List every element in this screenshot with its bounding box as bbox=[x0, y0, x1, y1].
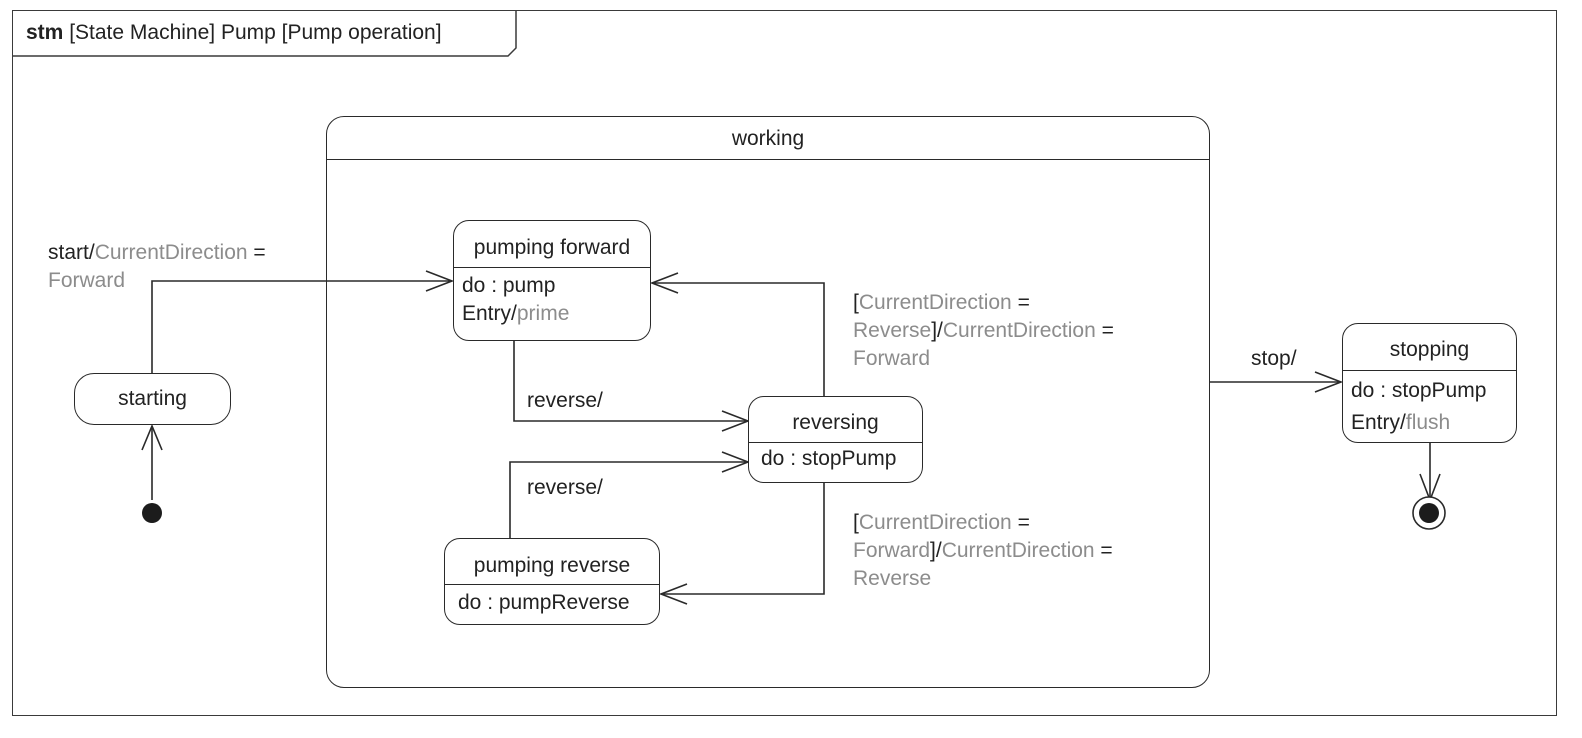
frame-keyword: stm bbox=[26, 21, 64, 44]
state-working-divider bbox=[327, 159, 1209, 160]
diagram-frame bbox=[12, 10, 1557, 716]
state-reversing-behaviors: do : stopPump bbox=[749, 442, 922, 473]
do-activity-pump: do : pump bbox=[462, 274, 556, 297]
state-pumping-reverse-name: pumping reverse bbox=[473, 554, 631, 577]
effect-operator: = bbox=[1095, 319, 1114, 342]
arrowhead-initial-to-starting bbox=[141, 423, 163, 451]
label-start-transition: start/CurrentDirection = Forward bbox=[48, 239, 266, 295]
frame-title-text: [State Machine] Pump [Pump operation] bbox=[69, 21, 442, 44]
state-pumping-reverse[interactable]: pumping reverse do : pumpReverse bbox=[444, 538, 660, 625]
guard-open: [ bbox=[853, 291, 859, 314]
state-stopping[interactable]: stopping do : stopPump Entry/flush bbox=[1342, 323, 1517, 443]
effect-operator: = bbox=[247, 241, 266, 264]
effect-operator: = bbox=[1094, 539, 1113, 562]
effect-variable: CurrentDirection bbox=[94, 241, 248, 264]
effect-variable: CurrentDirection bbox=[941, 539, 1095, 562]
do-activity-stop-pump: do : stopPump bbox=[761, 447, 897, 470]
guard-operator: = bbox=[1011, 291, 1030, 314]
transition-reverse-2 bbox=[509, 461, 748, 538]
frame-tab: stm [State Machine] Pump [Pump operation… bbox=[12, 10, 516, 56]
do-activity-pump-reverse: do : pumpReverse bbox=[458, 591, 630, 614]
state-starting-name: starting bbox=[118, 387, 187, 410]
do-activity-stop-pump: do : stopPump bbox=[1351, 379, 1487, 402]
effect-variable: CurrentDirection bbox=[942, 319, 1096, 342]
state-stopping-name: stopping bbox=[1389, 338, 1470, 361]
entry-action: prime bbox=[516, 302, 570, 325]
label-stop-transition: stop/ bbox=[1251, 347, 1297, 370]
state-pumping-forward[interactable]: pumping forward do : pump Entry/prime bbox=[453, 220, 651, 341]
state-stopping-behaviors: do : stopPump Entry/flush bbox=[1343, 370, 1516, 439]
guard-variable: CurrentDirection bbox=[858, 511, 1012, 534]
state-pumping-forward-name: pumping forward bbox=[473, 236, 631, 259]
guard-value: Reverse bbox=[853, 319, 932, 342]
guard-close: ]/ bbox=[931, 319, 943, 342]
initial-pseudostate bbox=[142, 503, 162, 523]
transition-reverse-1 bbox=[513, 341, 748, 422]
effect-value: Reverse bbox=[853, 567, 932, 590]
entry-action-prime: Entry/prime bbox=[462, 300, 650, 328]
transition-guard-to-forward bbox=[652, 282, 825, 396]
state-working-name: working bbox=[731, 127, 805, 150]
effect-value: Forward bbox=[48, 269, 126, 292]
arrowhead-start bbox=[425, 270, 455, 292]
label-guard-to-reverse: [CurrentDirection = Forward]/CurrentDire… bbox=[853, 509, 1113, 593]
effect-value: Forward bbox=[853, 347, 931, 370]
label-guard-to-forward: [CurrentDirection = Reverse]/CurrentDire… bbox=[853, 289, 1114, 373]
arrowhead-guard-to-reverse bbox=[658, 583, 688, 605]
guard-open: [ bbox=[853, 511, 859, 534]
guard-variable: CurrentDirection bbox=[858, 291, 1012, 314]
guard-value: Forward bbox=[853, 539, 931, 562]
state-reversing[interactable]: reversing do : stopPump bbox=[748, 396, 923, 483]
arrowhead-stop bbox=[1314, 371, 1344, 393]
transition-start bbox=[151, 280, 452, 373]
guard-close: ]/ bbox=[930, 539, 942, 562]
entry-action-flush: Entry/flush bbox=[1351, 407, 1516, 439]
label-reverse-1: reverse/ bbox=[527, 389, 603, 412]
final-state-inner bbox=[1419, 503, 1439, 523]
transition-guard-to-reverse bbox=[661, 483, 825, 595]
arrowhead-guard-to-forward bbox=[649, 272, 679, 294]
trigger: start/ bbox=[48, 241, 95, 264]
state-reversing-name: reversing bbox=[792, 411, 879, 434]
label-reverse-2: reverse/ bbox=[527, 476, 603, 499]
entry-action: flush bbox=[1405, 411, 1451, 434]
state-starting[interactable]: starting bbox=[74, 373, 231, 425]
entry-prefix: Entry/ bbox=[462, 302, 517, 325]
guard-operator: = bbox=[1011, 511, 1030, 534]
state-pumping-forward-behaviors: do : pump Entry/prime bbox=[454, 267, 650, 328]
state-pumping-reverse-behaviors: do : pumpReverse bbox=[445, 584, 659, 617]
frame-title: stm [State Machine] Pump [Pump operation… bbox=[26, 21, 442, 45]
entry-prefix: Entry/ bbox=[1351, 411, 1406, 434]
